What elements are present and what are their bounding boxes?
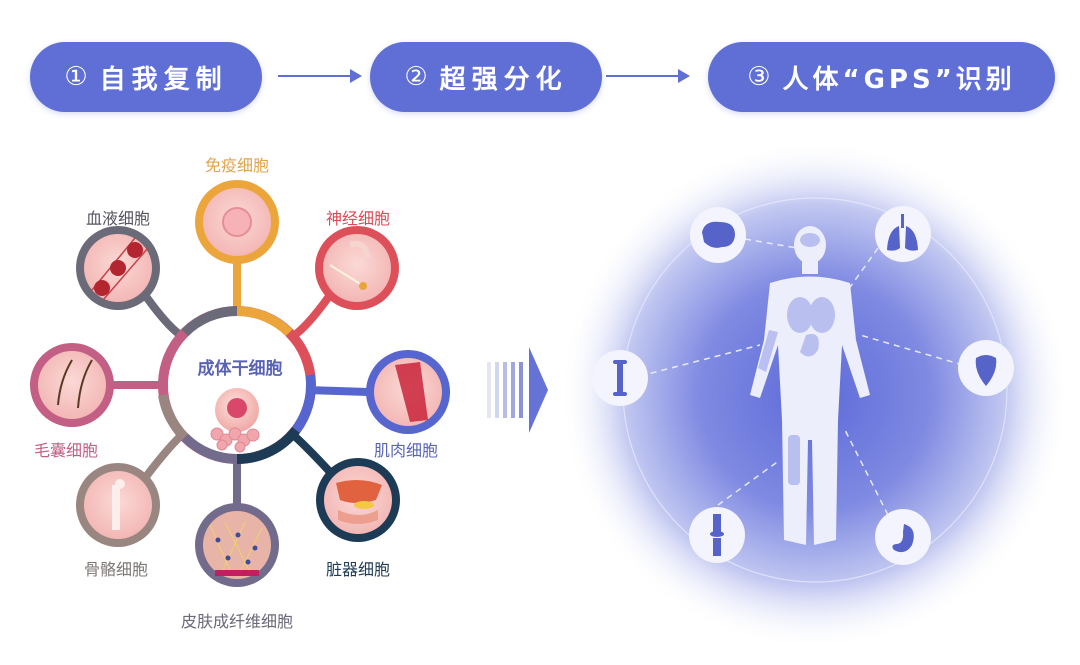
hair-follicle-cell-circle [30,343,114,427]
stomach-icon-badge [875,509,931,565]
label-bone-cell: 骨骼细胞 [83,560,149,579]
arrow-1-head [350,69,362,83]
step-3-label: 人体“GPS”识别 [782,64,1016,95]
step-2-pill: ② 超强分化 [370,42,602,112]
blood-cell-circle [76,226,160,310]
cell-cluster-icon [210,427,260,453]
body-organs [758,297,835,485]
step-3-pill: ③ 人体“GPS”识别 [708,42,1055,112]
arrow-1-line [278,75,350,77]
nerve-cell-circle [315,226,399,310]
muscle-cell-circle [366,350,450,434]
label-skin-fibroblast-cell: 皮肤成纤维细胞 [180,612,294,631]
knee-joint-icon-badge [689,507,745,563]
stem-cell-title: 成体干细胞 [197,359,283,379]
label-muscle-cell: 肌肉细胞 [373,441,439,460]
step-3-number: ③ [747,62,771,92]
step-1-number: ① [64,62,88,92]
arrow-2-line [606,75,678,77]
bone-icon-badge [592,350,648,406]
step-2-label: 超强分化 [439,64,568,95]
step-2-number: ② [404,62,428,92]
center-circle [168,316,306,454]
organ-cell-circle [316,458,400,542]
step-1-pill: ① 自我复制 [30,42,262,112]
label-organ-cell: 脏器细胞 [325,560,391,579]
immune-cell-circle [195,180,279,264]
skin-fibroblast-cell-circle [195,503,279,587]
label-immune-cell: 免疫细胞 [204,156,270,175]
brain-in-head [800,233,820,247]
step-1-label: 自我复制 [99,64,228,95]
label-blood-cell: 血液细胞 [85,209,151,228]
transition-arrow-icon [487,347,548,433]
lungs-icon-badge [875,206,931,262]
brain-icon-badge [690,207,746,263]
label-hair-follicle-cell: 毛囊细胞 [33,441,99,460]
bone-cell-circle [76,463,160,547]
heart-icon-badge [958,340,1014,396]
label-nerve-cell: 神经细胞 [325,209,391,228]
arrow-2-head [678,69,690,83]
